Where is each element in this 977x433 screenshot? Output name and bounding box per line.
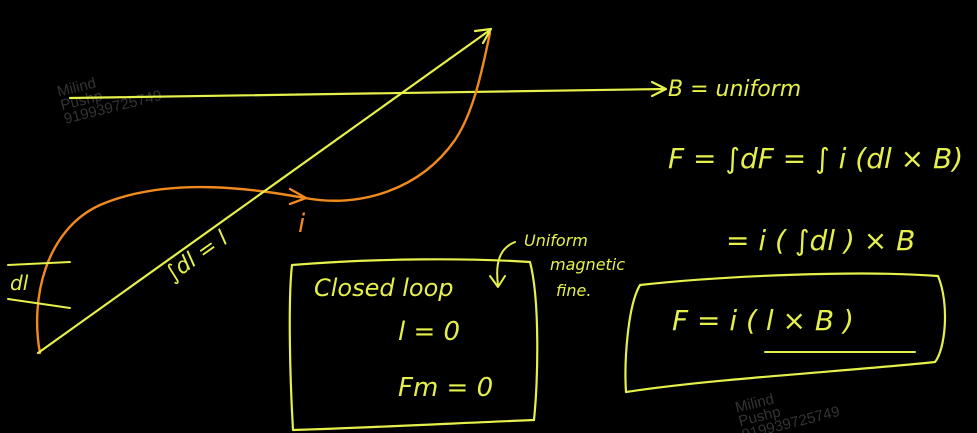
b-field-line <box>68 87 667 100</box>
uniform-note-line1: Uniform <box>524 231 588 250</box>
closed-loop-l: l = 0 <box>398 317 460 347</box>
note-pointer-head <box>489 275 506 288</box>
current-label: i <box>298 209 306 239</box>
uniform-note-line2: magnetic <box>550 255 625 274</box>
closed-loop-title: Closed loop <box>314 274 454 302</box>
displacement-line <box>36 28 492 355</box>
b-field-arrowhead <box>650 80 668 98</box>
result-box <box>624 272 947 394</box>
uniform-note-line3: fine. <box>556 281 591 300</box>
dl-marker-top <box>7 261 71 266</box>
force-equation-1: F = ∫dF = ∫ i (dl × B) <box>668 142 963 175</box>
b-field-label: B = uniform <box>668 77 801 102</box>
dl-marker-bottom <box>7 298 71 309</box>
current-arrowhead <box>288 187 308 206</box>
current-wire <box>35 31 492 355</box>
element-label: dl <box>10 271 29 295</box>
force-equation-3: F = i ( l × B ) <box>672 304 854 337</box>
displacement-arrowhead <box>473 27 493 45</box>
closed-loop-f: Fm = 0 <box>398 373 493 403</box>
closed-loop-box <box>288 258 539 432</box>
note-pointer <box>496 241 516 286</box>
force-equation-2: = i ( ∫dl ) × B <box>726 224 915 257</box>
